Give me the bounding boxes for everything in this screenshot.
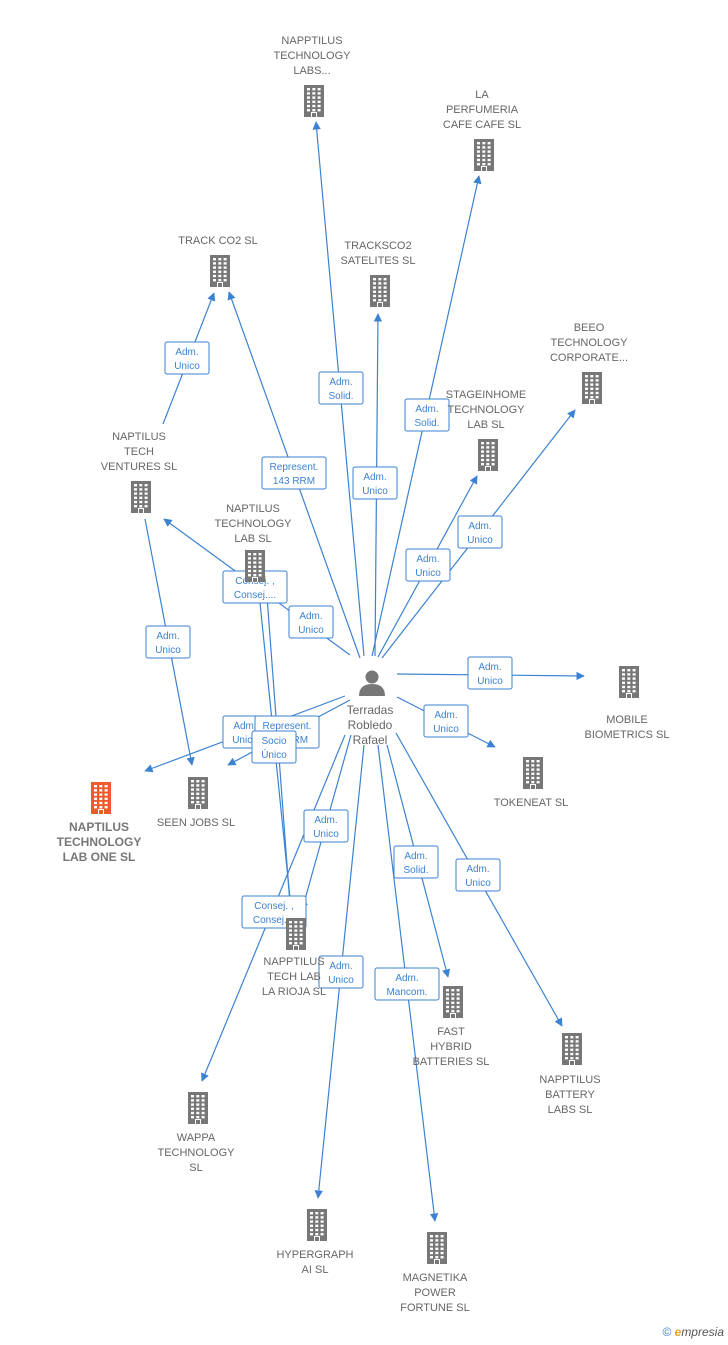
building-icon [286,918,306,950]
node-label: Adm.Unico [415,554,441,579]
node-label: Adm.Unico [232,721,258,746]
relation-label[interactable]: Adm.Unico [145,625,191,659]
relation-label[interactable]: Adm.Unico [318,955,364,989]
relation-label[interactable]: Adm.Mancom. [374,967,440,1001]
relation-label[interactable]: Represent.143 RRM [261,456,327,490]
building-icon [131,481,151,513]
relation-label[interactable]: Adm.Unico [405,548,451,582]
copyright-icon: © [662,1325,672,1339]
node-label: TOKENEAT SL [494,797,569,809]
node-label: Adm.Solid. [403,851,428,876]
node-label: Adm.Unico [313,815,339,840]
relation-label[interactable]: Adm.Unico [455,858,501,892]
building-icon [307,1209,327,1241]
node-label: Adm.Solid. [414,404,439,429]
relation-label[interactable]: Adm.Unico [423,704,469,738]
node-label: Adm.Unico [362,472,388,497]
node-label: Adm.Unico [465,864,491,889]
brand-logo: empresia [674,1325,724,1339]
building-icon [188,777,208,809]
building-icon [427,1232,447,1264]
person-icon [359,670,385,696]
node-label: Adm.Unico [477,662,503,687]
building-icon [474,139,494,171]
node-label: Adm.Solid. [328,377,353,402]
relation-label[interactable]: Adm.Unico [303,809,349,843]
building-icon [582,372,602,404]
relation-label[interactable]: Adm.Unico [457,515,503,549]
relation-label[interactable]: Adm.Unico [288,605,334,639]
building-icon [619,666,639,698]
footer-brand[interactable]: © empresia [662,1325,724,1339]
building-icon [304,85,324,117]
building-icon [91,782,111,814]
relation-label[interactable]: Adm.Unico [467,656,513,690]
building-icon [188,1092,208,1124]
building-icon [562,1033,582,1065]
building-icon [210,255,230,287]
relation-label[interactable]: Adm.Unico [164,341,210,375]
node-label: Adm.Unico [155,631,181,656]
building-icon [370,275,390,307]
relation-label[interactable]: Adm.Unico [352,466,398,500]
building-icon [443,986,463,1018]
node-label: Adm.Unico [298,611,324,636]
node-label: Adm.Unico [433,710,459,735]
building-icon [245,550,265,582]
node-label: TRACK CO2 SL [178,235,257,247]
node-label: Adm.Unico [467,521,493,546]
node-label: Represent.143 RRM [270,462,319,487]
relation-labels-layer: Adm.Solid. Adm.Solid. Represent.143 RRM Adm… [145,341,513,1001]
relation-label[interactable]: Adm.Solid. [318,371,364,405]
node-label: Consej. ,Consej.... [253,901,295,926]
company-node-tokeneat[interactable]: TOKENEAT SL [494,757,569,809]
node-label: SEEN JOBS SL [157,817,235,829]
company-node-track-co2[interactable]: TRACK CO2 SL [178,235,258,287]
relation-label[interactable]: Adm.Solid. [404,398,450,432]
relation-label[interactable]: Adm.Solid. [393,845,439,879]
node-label: Adm.Unico [174,347,200,372]
building-icon [523,757,543,789]
building-icon [478,439,498,471]
company-node-seen-jobs[interactable]: SEEN JOBS SL [157,777,235,829]
node-label: Adm.Unico [328,961,354,986]
node-label: Adm.Mancom. [386,973,427,998]
